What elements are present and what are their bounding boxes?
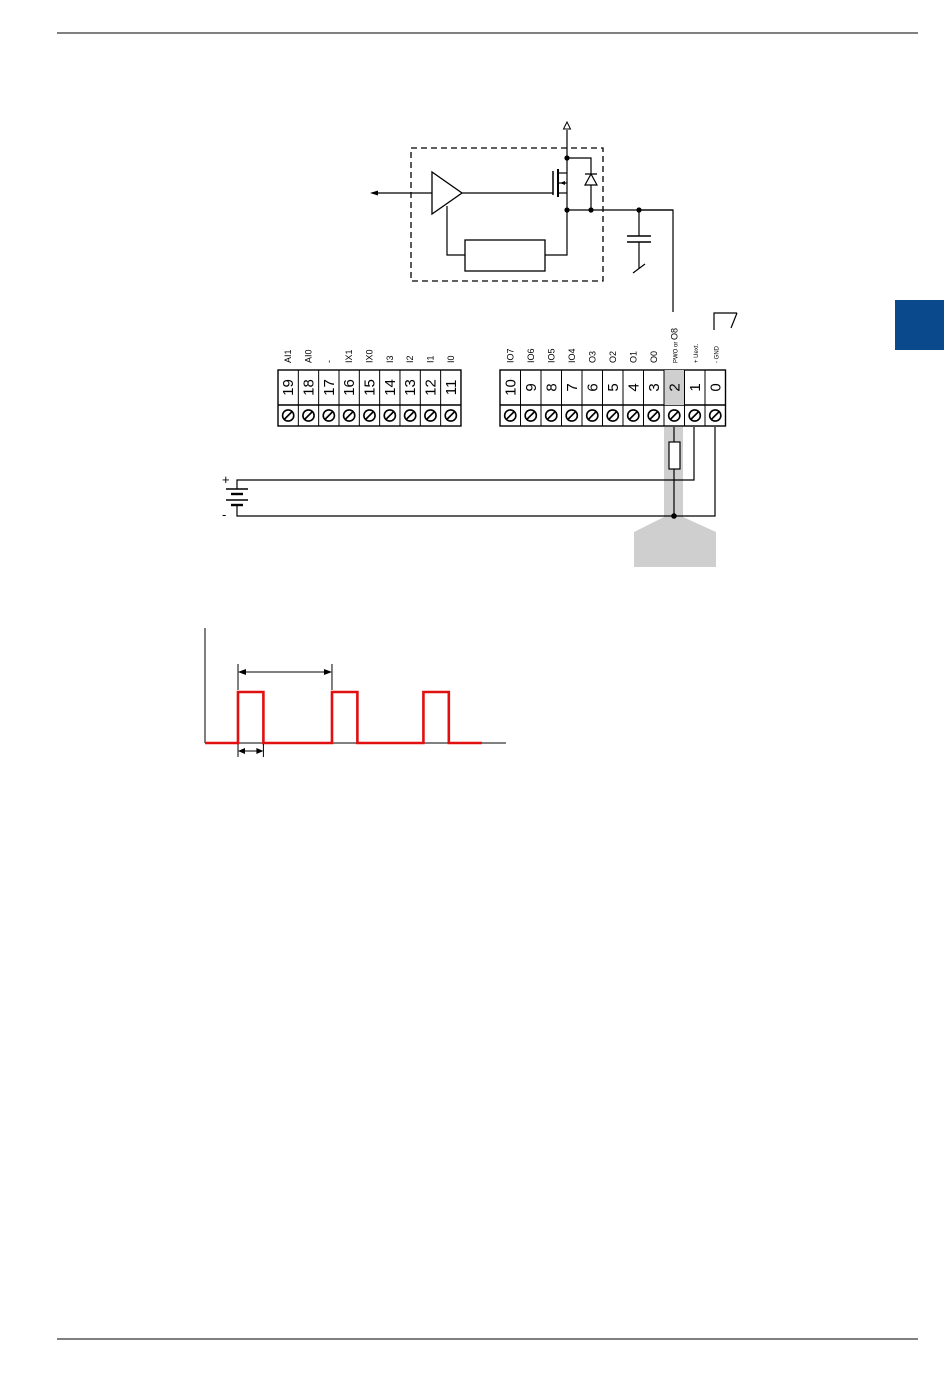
body-arrow-icon [560,181,565,185]
terminal-label-main: IO6 [526,348,536,363]
terminal-number: 1 [687,383,704,391]
terminal-number: 10 [502,379,519,396]
terminal-label-main: I3 [385,355,395,363]
load-resistor [669,442,680,469]
ground-bracket-slash [731,313,737,328]
terminal-label: O0 [649,351,659,363]
terminal-number: 5 [605,383,622,391]
supply-arrow-icon [564,122,571,129]
terminal-number: 0 [707,383,724,391]
terminal-label: IO7 [505,348,515,363]
terminal-label: I2 [405,355,415,363]
output-stage-schematic [370,122,737,330]
terminal-number: 13 [402,379,419,396]
terminal-label: - [324,360,334,363]
terminal-label-main: Uext. [694,343,700,357]
terminal-label: + Uext. [694,343,700,363]
supply-wire [237,427,694,489]
battery-plus-sign: + [222,472,230,487]
terminal-label-prefix: PWO or [673,340,679,363]
pwm-pulse-chart [205,628,506,757]
period-dimension-arrow [238,664,332,690]
terminal-number: 19 [280,379,297,396]
terminal-number: 9 [523,383,540,391]
feedback-line-left [447,206,465,255]
terminal-label: O3 [587,351,597,363]
terminal-label: IO4 [567,348,577,363]
arrow-left-icon [238,669,246,675]
terminal-label-main: O8 [669,328,679,340]
terminal-number: 14 [382,379,399,396]
terminal-label-main: O2 [608,351,618,363]
terminal-number: 3 [646,383,663,391]
terminal-number: 11 [443,380,460,396]
terminal-label-main: AI0 [303,349,313,363]
terminal-number: 7 [564,383,581,391]
terminal-label-main: IX0 [364,349,374,363]
terminal-label: PWO or O8 [669,328,679,363]
terminal-number: 4 [625,383,642,391]
terminal-number: 2 [666,383,683,391]
terminal-label: I0 [446,355,456,363]
feedback-line-right [545,210,567,255]
load-wiring: + - [222,427,716,567]
terminal-label-main: AI1 [283,349,293,363]
terminal-label: AI0 [303,349,313,363]
terminal-label-main: O1 [628,351,638,363]
terminal-label: IO5 [546,348,556,363]
terminal-label-main: O0 [649,351,659,363]
terminal-number: 15 [361,379,378,396]
pulse-width-dimension-arrow [238,744,263,757]
chapter-tab [895,300,944,350]
pulse-waveform [205,692,482,743]
feedback-resistor [465,240,545,271]
terminal-label: AI1 [283,349,293,363]
diode-triangle [585,174,597,185]
terminal-label-main: GND [714,345,720,359]
terminal-label-main: I1 [425,355,435,363]
battery-minus-sign: - [222,507,226,522]
terminal-block-left: 19 AI1 18 AI0 17 - 16 IX1 15 IX0 14 I3 13 I2 12 I1 11 I0 [278,349,461,426]
terminal-label-main: IO7 [505,348,515,363]
terminal-label: I1 [425,355,435,363]
arrow-left-icon [238,748,245,754]
terminal-label-main: IO4 [567,348,577,363]
terminal-number: 8 [543,383,560,391]
terminal-label: IO6 [526,348,536,363]
terminal-label-main: IX1 [344,349,354,363]
terminal-label: - GND [714,345,720,363]
terminal-label: IX1 [344,349,354,363]
arrow-right-icon [324,669,332,675]
arrow-right-icon [256,748,263,754]
terminal-label-main: I2 [405,355,415,363]
terminal-label-main: IO5 [546,348,556,363]
input-arrow-icon [370,191,378,196]
terminal-label-main: O3 [587,351,597,363]
terminal-number: 6 [584,383,601,391]
terminal-label: O2 [608,351,618,363]
terminal-label-main: I0 [446,355,456,363]
terminal-number: 12 [422,379,439,396]
junction-dot [588,207,593,212]
terminal-label: I3 [385,355,395,363]
terminal-label-main: - [324,360,334,363]
terminal-number: 17 [321,379,338,396]
ground-wire [237,427,715,516]
output-to-terminal [639,210,673,312]
terminal-number: 18 [300,379,317,396]
terminal-label: O1 [628,351,638,363]
terminal-number: 16 [341,379,358,396]
terminal-block-right: 10 IO7 9 IO6 8 IO5 7 IO4 6 O3 5 O2 4 O1 3 O0 2 PWO or O8 1… [500,328,726,426]
terminal-label: IX0 [364,349,374,363]
